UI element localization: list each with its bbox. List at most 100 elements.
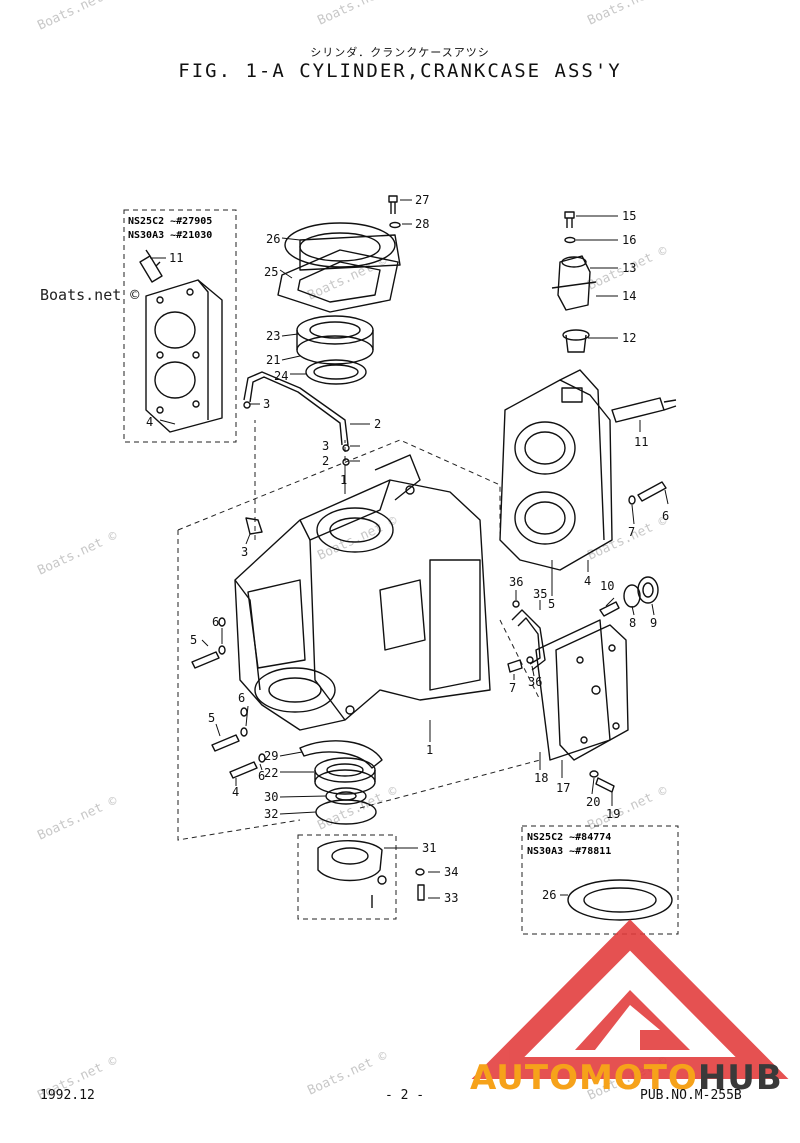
watermark: Boats.net © bbox=[315, 784, 400, 834]
watermark: Boats.net © bbox=[35, 0, 120, 34]
callout-3-pipe: 3 bbox=[263, 397, 270, 411]
callout-9: 9 bbox=[650, 616, 657, 630]
callout-13: 13 bbox=[622, 261, 636, 275]
callout-6-left-bottom: 6 bbox=[258, 769, 265, 783]
callout-11-left: 11 bbox=[169, 251, 183, 265]
callout-31: 31 bbox=[422, 841, 436, 855]
bolt-6-right bbox=[628, 481, 667, 505]
seal-8-9 bbox=[623, 576, 659, 608]
callout-36-bottom: 36 bbox=[528, 675, 542, 689]
callout-34: 34 bbox=[444, 865, 458, 879]
callout-18: 18 bbox=[534, 771, 548, 785]
callout-35: 35 bbox=[533, 587, 547, 601]
watermark: Boats.net © bbox=[315, 514, 400, 564]
bolt-33-34 bbox=[371, 868, 425, 908]
callout-29: 29 bbox=[264, 749, 278, 763]
crankcase-outline-dashed bbox=[177, 439, 541, 841]
callout-2-fitting: 2 bbox=[322, 454, 329, 468]
footer-pub-number: PUB.NO.M-255B bbox=[640, 1088, 742, 1103]
callout-19: 19 bbox=[606, 807, 620, 821]
bolt-27 bbox=[388, 195, 401, 229]
inset-box-bottom-right bbox=[521, 825, 679, 935]
callout-30: 30 bbox=[264, 790, 278, 804]
callout-25: 25 bbox=[264, 265, 278, 279]
callout-3-lower: 3 bbox=[241, 545, 248, 559]
leader-lines bbox=[150, 199, 669, 899]
pipe-2 bbox=[243, 371, 349, 446]
inset-top-left-line1: NS25C2 ~#27905 bbox=[128, 216, 212, 227]
fitting-3 bbox=[243, 401, 350, 535]
thermostat-cover-13 bbox=[551, 255, 597, 311]
callout-26-inset: 26 bbox=[542, 888, 556, 902]
callout-5-left-mid: 5 bbox=[208, 711, 215, 725]
inset-box-bottom bbox=[297, 834, 397, 920]
callout-24: 24 bbox=[274, 369, 288, 383]
callout-10: 10 bbox=[600, 579, 614, 593]
callout-36-top: 36 bbox=[509, 575, 523, 589]
callout-16: 16 bbox=[622, 233, 636, 247]
exhaust-cover-17 bbox=[555, 624, 629, 761]
watermark: Boats.net © bbox=[35, 794, 120, 844]
footer-page-number: - 2 - bbox=[385, 1088, 425, 1103]
gasket-26-inset bbox=[567, 879, 673, 921]
inset-top-left-line2: NS30A3 ~#21030 bbox=[128, 230, 212, 241]
bearing-22 bbox=[314, 757, 376, 795]
callout-3-fitting: 3 bbox=[322, 439, 329, 453]
retainer-29 bbox=[299, 740, 383, 769]
callout-4-right: 4 bbox=[584, 574, 591, 588]
callout-7-right: 7 bbox=[628, 525, 635, 539]
callout-6-left-top: 6 bbox=[212, 615, 219, 629]
crankcase-body bbox=[234, 454, 491, 731]
exhaust-gasket-18 bbox=[535, 619, 611, 761]
footer-date: 1992.12 bbox=[40, 1088, 95, 1103]
oil-seal-housing-26 bbox=[284, 222, 401, 271]
callout-21: 21 bbox=[266, 353, 280, 367]
brand-part1: AUTOMOTO bbox=[470, 1058, 698, 1098]
callout-4-left-bottom: 4 bbox=[232, 785, 239, 799]
callout-6-right: 6 bbox=[662, 509, 669, 523]
spark-plug-right bbox=[611, 397, 677, 423]
callout-7-mid: 7 bbox=[509, 681, 516, 695]
callout-5-right: 5 bbox=[548, 597, 555, 611]
callout-27: 27 bbox=[415, 193, 429, 207]
o-ring-24 bbox=[305, 359, 367, 385]
callout-1-bottom: 1 bbox=[426, 743, 433, 757]
callout-22: 22 bbox=[264, 766, 278, 780]
bolts-left bbox=[191, 617, 266, 779]
callout-32: 32 bbox=[264, 807, 278, 821]
inset-bottom-right-line1: NS25C2 ~#84774 bbox=[527, 832, 611, 843]
inset-bottom-right-line2: NS30A3 ~#78811 bbox=[527, 846, 611, 857]
callout-33: 33 bbox=[444, 891, 458, 905]
clip-36 bbox=[507, 600, 534, 673]
automotohub-logo-icon bbox=[471, 919, 789, 1079]
watermark: Boats.net © bbox=[585, 0, 670, 29]
callout-14: 14 bbox=[622, 289, 636, 303]
leader-dashed bbox=[254, 420, 346, 540]
callout-1-top: 1 bbox=[340, 473, 347, 487]
callout-8: 8 bbox=[629, 616, 636, 630]
callout-12: 12 bbox=[622, 331, 636, 345]
brand-part2: HUB bbox=[697, 1058, 783, 1098]
callout-28: 28 bbox=[415, 217, 429, 231]
watermark: Boats.net © bbox=[315, 0, 400, 29]
gasket-25 bbox=[277, 249, 399, 313]
figure-title: FIG. 1-A CYLINDER,CRANKCASE ASS'Y bbox=[178, 60, 622, 82]
callout-6-left-mid: 6 bbox=[238, 691, 245, 705]
japanese-title: シリンダ．クランクケースアツシ bbox=[310, 46, 490, 59]
spark-plug-left bbox=[139, 249, 163, 283]
watermark: Boats.net © bbox=[35, 529, 120, 579]
callout-5-left-top: 5 bbox=[190, 633, 197, 647]
inset-box-top-left bbox=[123, 209, 237, 443]
callout-4-left: 4 bbox=[146, 415, 153, 429]
callout-15: 15 bbox=[622, 209, 636, 223]
callout-labels: 27 28 26 25 23 21 24 11 4 3 2 3 2 1 3 15… bbox=[146, 193, 669, 905]
bearing-23 bbox=[296, 315, 374, 365]
callout-2-pipe: 2 bbox=[374, 417, 381, 431]
cylinder-head-right bbox=[499, 369, 613, 571]
callout-26: 26 bbox=[266, 232, 280, 246]
callout-20: 20 bbox=[586, 795, 600, 809]
cylinder-head-left bbox=[145, 279, 223, 433]
callout-17: 17 bbox=[556, 781, 570, 795]
